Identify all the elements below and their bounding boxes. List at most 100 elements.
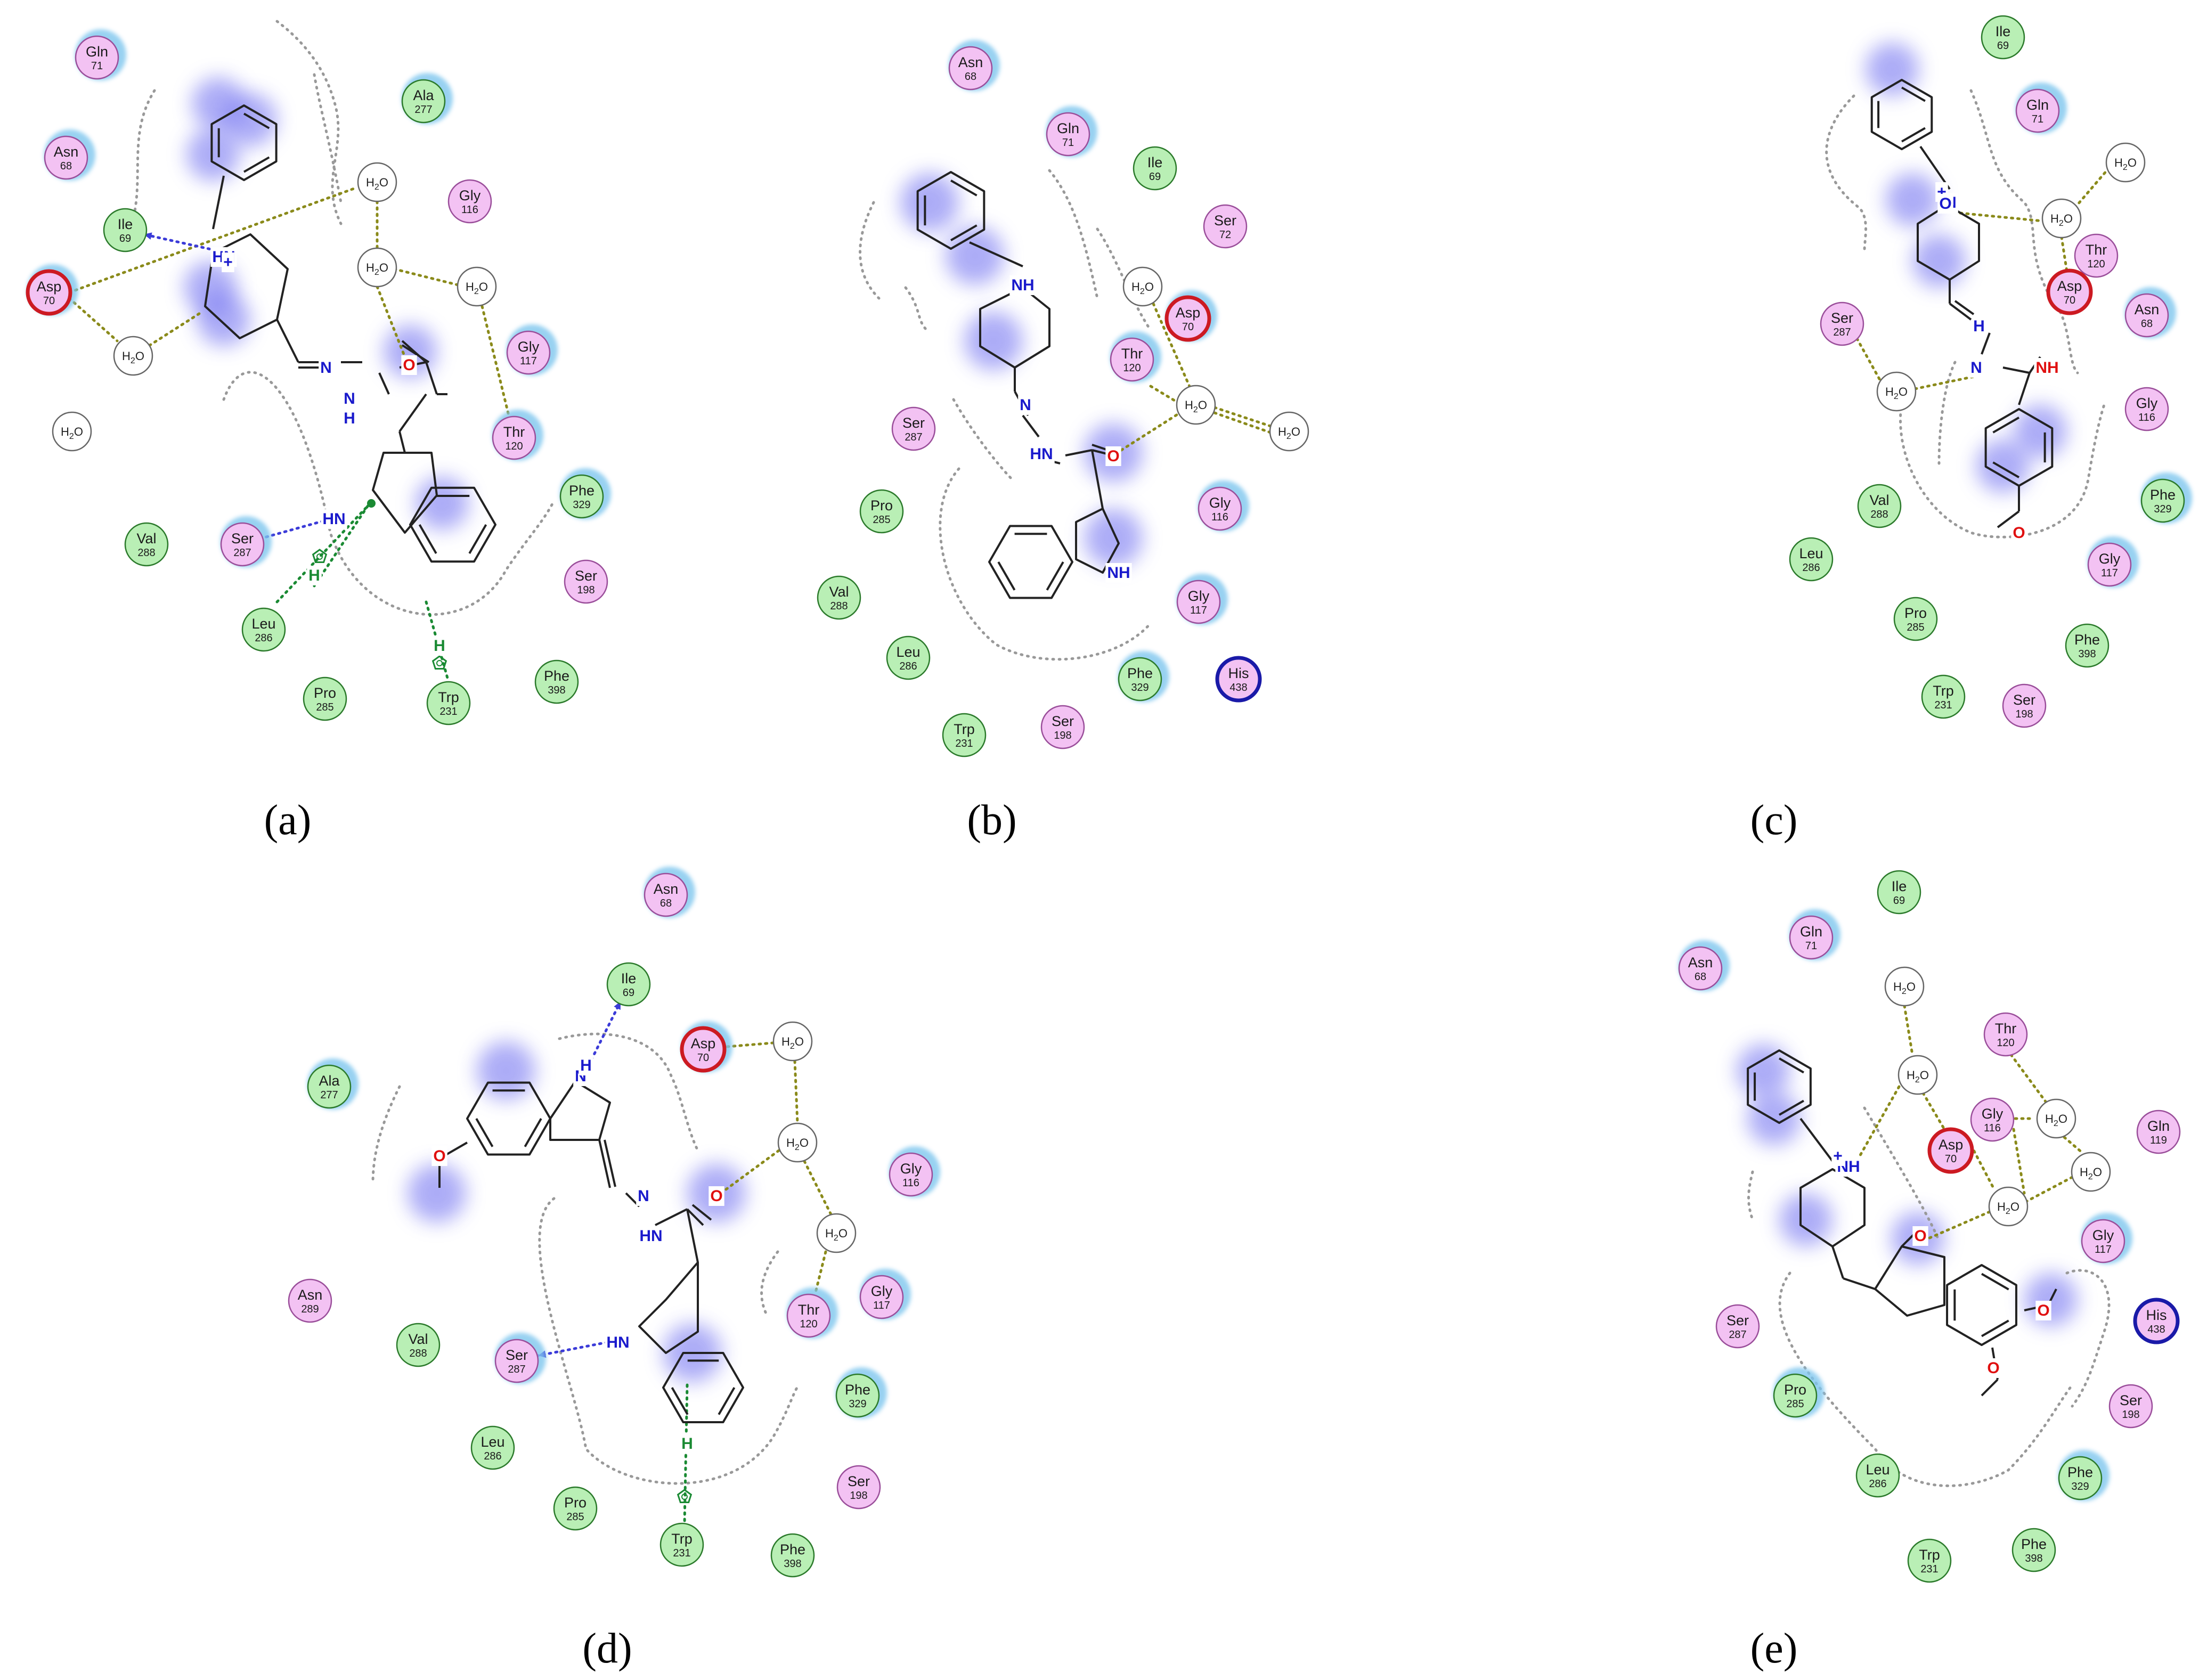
residue-disc [2124, 293, 2169, 338]
interaction-lines-layer [68, 169, 2108, 1525]
residue-name: Trp [954, 721, 975, 737]
residue-number: 438 [2147, 1324, 2165, 1335]
residue-disc [2002, 683, 2047, 728]
residue-name: Ser [902, 415, 925, 431]
residue-disc [2140, 478, 2185, 523]
atom-label: O [403, 356, 415, 374]
residue-name: Thr [503, 424, 525, 440]
water-contact-line [1913, 374, 1981, 390]
residue-disc [75, 35, 119, 80]
indole2-benzene-d [662, 1352, 744, 1423]
residue-number: 116 [2138, 412, 2155, 423]
residue-number: 68 [2141, 318, 2153, 330]
residue-number: 198 [1054, 730, 1071, 741]
residue-name: Ser [2120, 1392, 2142, 1408]
residue-disc [1198, 486, 1242, 531]
residue-name: Gln [2147, 1118, 2170, 1134]
residue-name: Phe [544, 668, 569, 684]
residue-number: 69 [623, 987, 634, 999]
atom-label: HN [639, 1227, 662, 1245]
water-disc [1876, 371, 1917, 412]
residue-name: Phe [1127, 665, 1153, 681]
residue-name: Pro [870, 498, 893, 513]
residue-name: Leu [1866, 1462, 1889, 1478]
water-molecule: H2O [2036, 1098, 2076, 1139]
panel-label-a: (a) [264, 797, 312, 844]
water-contact-line [1149, 385, 1179, 404]
residue-name: His [2146, 1307, 2167, 1323]
residue-name: Trp [438, 689, 459, 705]
water-disc [816, 1213, 857, 1253]
aromatic-double-bond [1992, 461, 2019, 478]
residue-disc [1789, 915, 1834, 960]
pocket-outline [371, 1085, 401, 1184]
residue-name: Pro [1904, 605, 1927, 621]
residue-name: Ile [621, 971, 637, 986]
residue-number: 398 [548, 684, 565, 696]
residue-disc [2087, 542, 2132, 587]
water-molecule: H2O [816, 1213, 857, 1253]
atom-label: H [580, 1057, 592, 1074]
residue-name: Thr [798, 1302, 820, 1318]
atom-label: NH [2035, 359, 2058, 377]
benzene-ring-c [1870, 79, 1933, 150]
residue-name: Phe [569, 483, 594, 499]
atom-label-background [222, 252, 234, 272]
aromatic-double-bond [1981, 1273, 2009, 1291]
water-contact-line [1152, 302, 1192, 390]
water-molecule: H2O [357, 247, 397, 288]
atom-label: N [344, 390, 355, 407]
residue-number: 120 [2087, 258, 2105, 270]
solvent-exposure-glow [946, 226, 1004, 285]
water-molecule: H2O [1269, 411, 1309, 452]
aromatic-double-bond [950, 180, 978, 197]
pi-contact-icon [312, 549, 328, 564]
residue-disc [1893, 597, 1938, 641]
residue-name: Thr [1121, 346, 1143, 362]
residue-name: Asn [54, 144, 79, 160]
residue-number: 329 [2154, 503, 2171, 515]
water-contact-line [803, 1160, 833, 1216]
pi-contact-center [367, 499, 376, 508]
residue-disc [288, 1278, 332, 1323]
panel-label-b: (b) [967, 797, 1017, 844]
water-contact-line [2012, 1128, 2026, 1195]
residue-name: Ser [848, 1473, 870, 1489]
atom-label-background [1969, 358, 1984, 378]
residue-disc [1203, 204, 1248, 249]
residue-name: Leu [1799, 545, 1823, 561]
residue-disc [2108, 1384, 2153, 1429]
residue-disc [470, 1425, 515, 1470]
atom-label: H [681, 1435, 693, 1453]
residue-disc [2058, 1456, 2103, 1500]
pi-contact-icon-center [681, 1494, 688, 1500]
water-molecule: H2O [2071, 1152, 2111, 1192]
residue-disc [564, 559, 608, 604]
water-molecule: H2O [1897, 1055, 1938, 1095]
residue-name: Gly [1188, 588, 1210, 604]
residue-number: 286 [1869, 1478, 1886, 1490]
residue-disc [534, 659, 579, 704]
aromatic-double-bond [475, 1118, 494, 1147]
residue-name: Thr [1995, 1021, 2017, 1037]
pi-contact-line [313, 499, 373, 588]
water-contact-line [2060, 235, 2068, 273]
residue-disc [124, 522, 169, 567]
